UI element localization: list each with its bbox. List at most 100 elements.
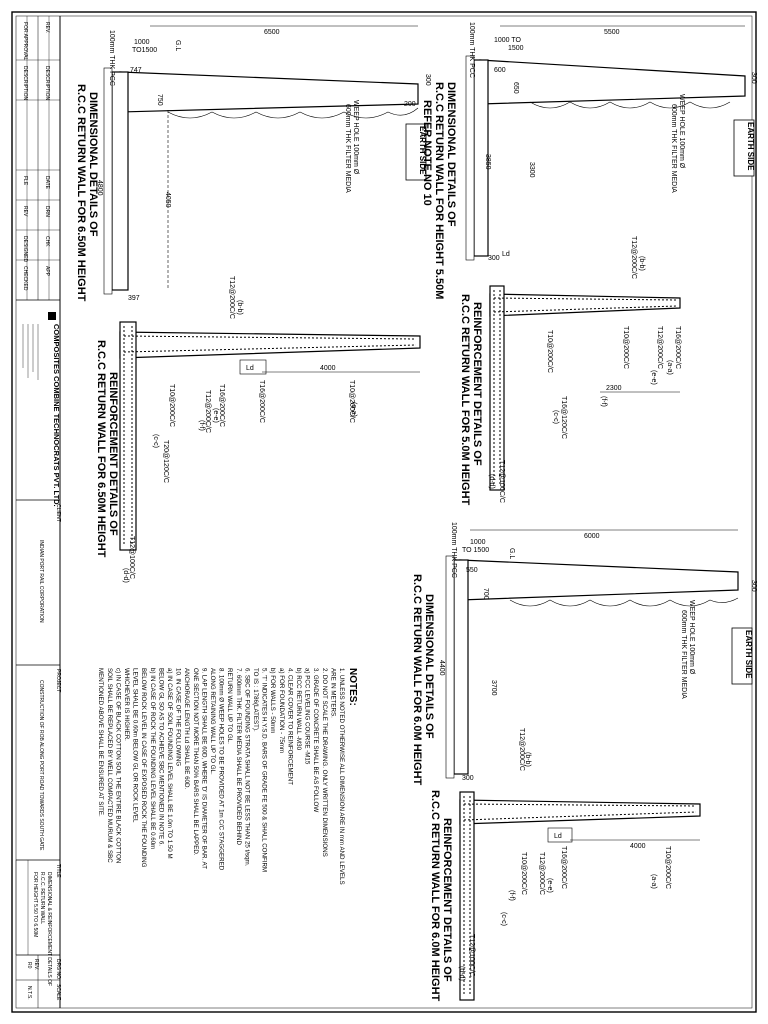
- mark-3: (c-c): [152, 434, 159, 448]
- title-block: FOR APPROVAL DESCRIPTION FLE REV DESIGNE…: [15, 16, 61, 1008]
- bar-label-4: T16@200C/C: [218, 384, 225, 427]
- mark-5: (f-f): [198, 420, 205, 431]
- bar-label-5: T12@100C/C: [468, 934, 475, 977]
- bar-label-1: T16@200C/C: [560, 846, 567, 889]
- filter-media: [167, 107, 419, 119]
- bar-label-0: T12@200C/C: [630, 236, 637, 279]
- dim-base: 300: [462, 775, 474, 782]
- mark-0: (b-b): [638, 256, 645, 271]
- pcc-label: 100mm THK PCC: [450, 522, 457, 578]
- view5-title-1: DIMENSIONAL DETAILS OF: [423, 594, 435, 739]
- dim-len: 4000: [320, 365, 336, 372]
- rev-col-chk: CHK: [44, 236, 50, 247]
- mark-2: (e-e): [546, 878, 553, 893]
- note-line: b) FOR WALLS - 50mm: [269, 668, 276, 733]
- note-line: 6. SBC OF FOUNDING STRATA SHALL NOT BE L…: [243, 668, 250, 867]
- bar-label-4: T10@200C/C: [546, 330, 553, 373]
- view1-title-2: R.C.C RETURN WALL FOR 6.50M HEIGHT: [75, 84, 87, 302]
- ld-label: Ld: [554, 833, 562, 840]
- wall-stem: [119, 331, 421, 359]
- dim-top: 700: [482, 588, 489, 600]
- bar-label-2: T12@200C/C: [656, 326, 663, 369]
- filter-label: 600mm THK FILTER MEDIA: [680, 610, 687, 699]
- dim-to-2: TO 1500: [462, 547, 489, 554]
- pcc-label: 100mm THK PCC: [468, 22, 475, 78]
- view1-title-1: DIMENSIONAL DETAILS OF: [87, 92, 99, 237]
- rev-col-description: DESCRIPTION: [44, 66, 50, 101]
- mark-2: (e-e): [212, 408, 219, 423]
- note-line: 9. LAP LENGTH SHALL BE 60D, WHERE 'D' IS…: [200, 668, 207, 869]
- mark-2: (e-e): [650, 370, 657, 385]
- view3-title-1: REINFORCEMENT DETAILS OF: [107, 372, 119, 536]
- note-line: a) IN CASE OF SOIL FOUNDING LEVEL SHALL …: [166, 668, 173, 859]
- wall-base: [111, 71, 129, 291]
- dim-300: 300: [424, 74, 431, 86]
- wall-stem: [459, 559, 739, 601]
- earth-side-label: EARTH SIDE: [744, 630, 753, 679]
- dim-len: 2300: [606, 385, 622, 392]
- mark-0: (b-b): [524, 752, 531, 767]
- filter-label: 600mm THK FILTER MEDIA: [670, 104, 677, 193]
- view4-title-1: REINFORCEMENT DETAILS OF: [471, 302, 483, 466]
- note-line: ALONG RETAINING WALL UP TO GL.: [209, 668, 216, 775]
- rebar-line: [123, 335, 417, 340]
- sign-row-1: FOR APPROVAL: [22, 22, 28, 60]
- dimensional-view-6-50m: 6500 1000 TO1500 747 750 4800 4050 397 1…: [75, 25, 431, 302]
- dim-len: 4000: [630, 843, 646, 850]
- dimensional-view-6-0m: 6000 1000 TO 1500 550 700 4400 3700 300 …: [411, 522, 757, 786]
- dim-h2: 4050: [164, 192, 171, 208]
- bar-label-6: T12@100C/C: [498, 460, 505, 503]
- title-label: TITLE: [55, 864, 61, 878]
- note-line: 8. 100mm Ø WEEP HOLES TO BE PROVIDED AT …: [218, 668, 225, 871]
- note-line: b) RCC RETURN WALL -M30: [295, 668, 302, 751]
- note-line: 1. UNLESS NOTED OTHERWISE ALL DIMENSION …: [338, 668, 345, 885]
- rev-col-rev: REV.: [44, 22, 50, 33]
- mark-0: (b-b): [236, 300, 243, 315]
- project-label: PROJECT: [55, 669, 61, 692]
- view2-title-3: REFER NOTE NO 10: [421, 100, 433, 206]
- mark-4: (d-d): [488, 474, 495, 489]
- drg-rev-value: R0: [26, 962, 32, 969]
- filter-media: [529, 101, 731, 109]
- rev-col-date: DATE: [44, 176, 50, 190]
- rebar-line: [123, 344, 417, 353]
- reinforcement-view-6-0m: Ld 4000 T12@200C/C T16@200C/C T10@200C/C…: [429, 728, 701, 1002]
- bar-label-4: T12@200C/C: [538, 852, 545, 895]
- scale-value: N.T.S.: [26, 986, 32, 1000]
- earth-side-box: [731, 627, 753, 685]
- revision-table: FOR APPROVAL DESCRIPTION FLE REV DESIGNE…: [16, 16, 60, 300]
- note-line: 2. DO NOT SCALE THE DRAWING. ONLY WRITTE…: [321, 668, 328, 857]
- note-line: WHICHEVER IS HIGHER.: [123, 668, 130, 741]
- dim-to-1: 1000: [134, 39, 150, 46]
- bar-label-3: T10@200C/C: [520, 852, 527, 895]
- scale-label: SCALE: [55, 984, 61, 1001]
- bar-label-6: T20@120C/C: [162, 440, 169, 483]
- view2-title-1: DIMENSIONAL DETAILS OF: [445, 82, 457, 227]
- weep-hole-label: WEEP HOLE 100mm Ø: [678, 94, 685, 169]
- note-line: RETURN WALL UP TO GL.: [226, 668, 233, 744]
- note-line: 4. CLEAR COVER TO REINFORCEMENT: [286, 668, 293, 785]
- mark-5: (f-f): [600, 396, 607, 407]
- dim-top: 650: [512, 82, 519, 94]
- pcc-layer: [465, 55, 475, 261]
- dim-to-1: 1000 TO: [494, 37, 522, 44]
- wall-stem: [459, 799, 701, 825]
- note-line: BELOW ROCK LEVEL IN CASE OF EXPOSED ROCK…: [140, 668, 147, 868]
- bar-label-1: T16@200C/C: [258, 380, 265, 423]
- note-line: TO IS : 1786(LATEST).: [252, 668, 259, 732]
- bar-label-7: T12@100C/C: [128, 536, 135, 579]
- weep-hole-label: WEEP HOLE 100mm Ø: [688, 600, 695, 675]
- dim-300: 300: [750, 72, 757, 84]
- sign-row-5: DESIGNED: [22, 236, 28, 263]
- dim-300: 300: [750, 580, 757, 592]
- ld-label: Ld: [246, 365, 254, 372]
- ld-box: [239, 359, 267, 375]
- rebar-line: [463, 811, 697, 821]
- bar-label-3: T10@200C/C: [622, 326, 629, 369]
- note-line: c) IN CASE OF BLACK COTTON SOIL THE ENTI…: [114, 668, 121, 863]
- dim-h2: 3300: [528, 162, 535, 178]
- rev-col-drn: DRN: [44, 206, 50, 217]
- note-line: 7. 600mm THK. FILTER MEDIA SHALL BE PROV…: [235, 668, 242, 845]
- wall-stem: [489, 293, 681, 317]
- note-line: ARE IN METERS.: [329, 668, 336, 718]
